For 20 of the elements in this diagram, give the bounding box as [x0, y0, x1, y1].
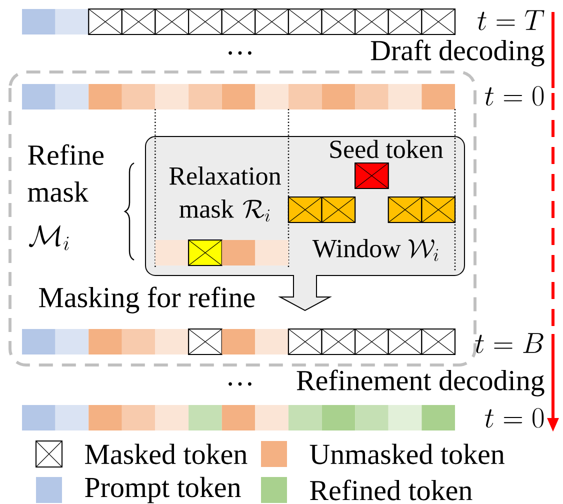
panel-label: Relaxation mask $\mathcal{R}_i$ — [169, 166, 281, 222]
ellipsis: … — [228, 51, 252, 55]
phase-label: Draft decoding — [370, 40, 544, 66]
refine-mask-label: Refine mask — [28, 144, 104, 202]
phase-label: Refinement decoding — [296, 370, 544, 396]
panel-label: Seed token — [330, 140, 444, 158]
refine-mask-symbol: $\mathcal{M}_i$ — [29, 225, 69, 250]
legend-label: Unmasked token — [310, 444, 504, 464]
token-row — [22, 328, 456, 356]
time-label: $t = T$ — [478, 10, 544, 30]
time-label: $t = 0$ — [484, 86, 544, 106]
ellipsis: … — [228, 382, 252, 386]
edge-label: Masking for refine — [39, 286, 255, 314]
legend-label: Masked token — [85, 444, 248, 464]
legend-label: Refined token — [310, 480, 472, 500]
time-label: $t = 0$ — [484, 408, 544, 428]
block-arrow — [278, 274, 332, 312]
legend-label: Prompt token — [85, 476, 241, 504]
panel-label: Window $\mathcal{W}_i$ — [312, 239, 438, 262]
time-label: $t = B$ — [475, 333, 544, 354]
